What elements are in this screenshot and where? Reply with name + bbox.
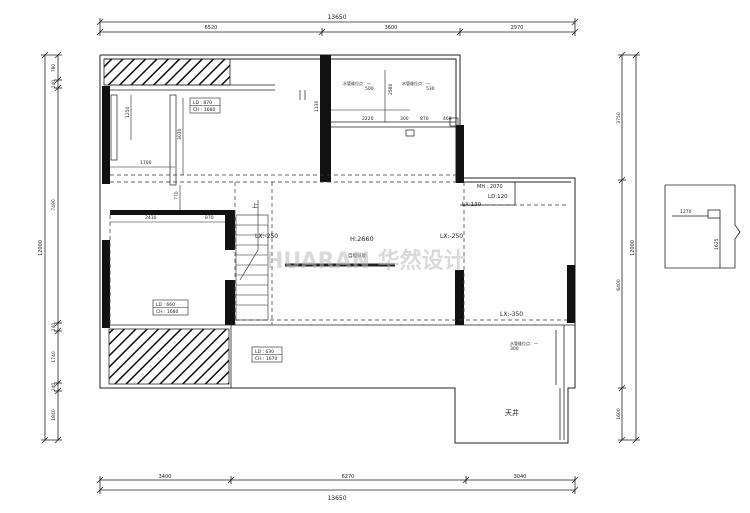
left-dim-f: 240 [51,383,57,392]
detail-inset [664,184,741,269]
top-dimension-chain [96,18,579,36]
tag-box-4: MH : 2070 LD:120 LX:130 [462,184,508,208]
left-dim-d: 240 [51,323,57,332]
top-total-dim: 13650 [327,14,346,21]
tag-ch-1680b: CH : 1680 [156,309,178,315]
bottom-dim-b: 6270 [342,474,355,480]
stair-up-label: 上 [252,202,258,210]
tag-ld-120: LD:120 [488,194,508,200]
detail-dim-1270: 1270 [680,209,692,215]
water-point-note-2: 水管维位点：一 [402,80,430,86]
right-dim-c: 6400 [616,279,622,291]
bottom-total-dim: 13650 [327,495,346,502]
tag-ch-1670: CH : 1670 [255,356,277,362]
right-dimension-chain [618,51,640,444]
tag-ld-630: LD : 630 [255,349,274,355]
dim-1700: 1700 [140,160,152,166]
dim-1250: 1250 [125,106,131,118]
tag-box-1: LD : 870 CH : 1680 [189,97,221,114]
dim-870: 870 [205,215,214,221]
right-dim-d: 1600 [616,408,622,420]
tag-ch-1680: CH : 1680 [193,107,215,113]
wall-note-label: 自墙归放 [348,252,366,259]
sky-well-label: 天井 [505,408,519,417]
left-dim-a: 780 [51,64,57,73]
dim-300: 300 [510,346,519,352]
staircase [235,200,269,321]
left-dim-g: 1840 [51,409,57,421]
tag-ld-870: LD : 870 [193,100,212,106]
structural-walls [102,55,575,328]
dim-300b: 300 [400,116,409,122]
bottom-dimension-chain [96,476,579,494]
left-dimension-chain [41,51,62,444]
tag-box-2: LD : 660 CH : 1680 [152,299,189,316]
level-lx-250a: LX:-250 [255,233,278,240]
ceiling-dashed-lines [109,174,567,325]
detail-dim-1625: 1625 [714,238,720,250]
dim-500: 500 [365,86,374,92]
interior-walls [110,84,575,440]
right-dim-a: 3750 [616,112,622,124]
dim-530: 530 [426,86,435,92]
dim-1130: 1130 [314,100,320,112]
dim-2220: 2220 [362,116,374,122]
level-lx-350: LX:-350 [500,311,523,318]
dim-770: 770 [174,191,180,200]
level-lx-250b: LX:-250 [440,233,463,240]
dim-2580: 2580 [388,83,394,95]
top-dim-c: 2970 [511,25,524,31]
tag-lx-130: LX:130 [462,202,482,208]
left-dim-c: 7490 [51,199,57,211]
dim-3030: 3030 [177,128,183,140]
bottom-dim-c: 3040 [514,474,527,480]
water-point-note-3: 水管维位点：一 [510,340,538,346]
terrace-bottom-left [108,328,230,385]
left-total-dim: 12000 [38,240,44,256]
top-dim-a: 6520 [205,25,218,31]
right-dim-b: 12000 [630,240,636,256]
dim-2430: 2430 [145,215,157,221]
tag-ld-660: LD : 660 [156,302,175,308]
left-dim-e: 1740 [51,351,57,363]
top-dim-b: 3600 [385,25,398,31]
left-dim-b: 240 [51,80,57,89]
water-point-note-1: 水管维位点：一 [343,80,371,86]
dim-460: 460 [443,116,452,122]
terrace-top-left [103,58,231,86]
fixture-markers [110,90,459,186]
bottom-dim-a: 3400 [159,474,172,480]
watermark-text: HUARAN 华然设计 [265,248,466,274]
inner-dimension-lines [110,70,410,223]
tag-box-3: LD : 630 CH : 1670 [251,346,283,363]
dim-870b: 870 [420,116,429,122]
tag-mh-2070: MH : 2070 [477,184,503,190]
ceiling-height-label: H:2660 [350,235,374,243]
